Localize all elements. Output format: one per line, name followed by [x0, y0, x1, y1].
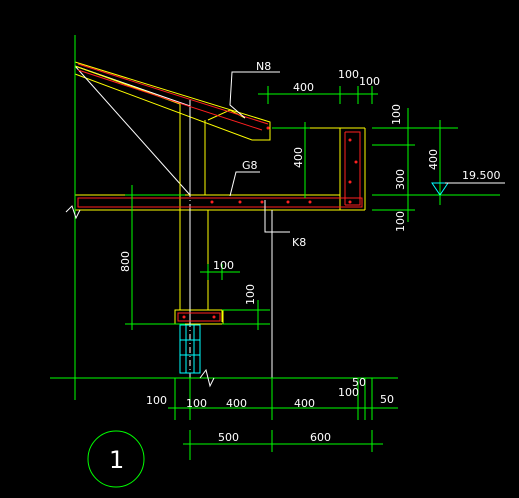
detail-number: 1 — [109, 446, 124, 474]
dim-right-100-top: 100 — [390, 104, 403, 125]
label-n8: N8 — [256, 60, 271, 73]
dim-small-100-v: 100 — [244, 284, 257, 305]
dim-bottom-400-a: 400 — [226, 397, 247, 410]
dim-total-500: 500 — [218, 431, 239, 444]
dim-small-100-h: 100 — [213, 259, 234, 272]
dim-bottom-400-b: 400 — [294, 397, 315, 410]
dim-top-100-a: 100 — [338, 68, 359, 81]
column-marker — [179, 324, 201, 374]
label-g8: G8 — [242, 159, 258, 172]
dim-left-800: 800 — [119, 251, 132, 272]
dim-right-100-bottom: 100 — [394, 211, 407, 232]
dimension-lines — [50, 35, 505, 460]
rebar — [77, 63, 363, 322]
dim-bottom-100-left: 100 — [146, 394, 167, 407]
dim-bottom-50-top: 50 — [352, 376, 366, 389]
dim-top-400: 400 — [293, 81, 314, 94]
label-k8: K8 — [292, 236, 306, 249]
structure-outline — [74, 61, 366, 400]
dim-total-600: 600 — [310, 431, 331, 444]
annotations: N8 G8 K8 19.500 1 400 100 100 100 300 10… — [109, 60, 501, 474]
dim-right-300: 300 — [394, 169, 407, 190]
detail-circle — [87, 430, 145, 488]
dim-bottom-50-right: 50 — [380, 393, 394, 406]
label-elevation: 19.500 — [462, 169, 501, 182]
dim-bottom-100-right: 100 — [338, 386, 359, 399]
dim-right-400: 400 — [427, 149, 440, 170]
dim-mid-400: 400 — [292, 147, 305, 168]
dim-top-100-b: 100 — [359, 75, 380, 88]
dim-bottom-100: 100 — [186, 397, 207, 410]
